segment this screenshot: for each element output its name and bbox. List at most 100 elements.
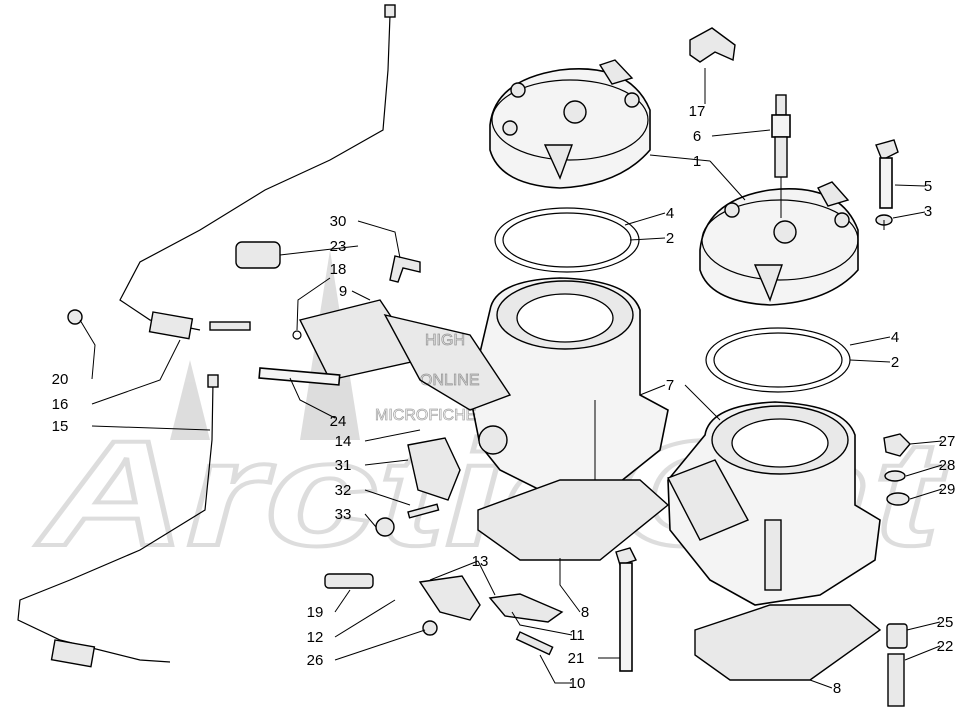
leader-line-23 <box>279 245 359 256</box>
leader-line-15 <box>91 425 211 431</box>
head-bolt <box>875 139 899 209</box>
stud-22 <box>887 653 905 707</box>
leader-line-1 <box>709 160 746 201</box>
base-gasket-lower <box>694 604 882 681</box>
spark-plug <box>771 94 791 218</box>
leader-line-4a <box>624 212 666 226</box>
leader-line-2a <box>629 237 666 241</box>
leader-line-25 <box>906 621 941 631</box>
cable-clip <box>235 241 281 269</box>
leader-line-26 <box>334 629 426 661</box>
leader-line-7 <box>639 384 666 396</box>
leader-line-4b <box>849 336 891 346</box>
callout-label-12: 12 <box>307 629 324 646</box>
callout-label-1: 1 <box>693 153 701 170</box>
callout-label-28: 28 <box>939 457 956 474</box>
callout-label-26: 26 <box>307 652 324 669</box>
cylinder-upper <box>469 277 669 491</box>
valve-spring <box>324 573 374 589</box>
leader-line-13 <box>429 560 479 581</box>
leader-line-28 <box>905 464 943 477</box>
callout-label-33: 33 <box>335 506 352 523</box>
callout-layer: 1761534230231894272016241514312728293233… <box>52 68 956 697</box>
callout-label-10: 10 <box>569 675 586 692</box>
svg-text:ONLINE: ONLINE <box>420 372 480 389</box>
callout-label-25: 25 <box>937 614 954 631</box>
callout-label-8b: 8 <box>833 680 841 697</box>
callout-label-2b: 2 <box>891 354 899 371</box>
callout-label-4a: 4 <box>666 205 674 222</box>
leader-line-6 <box>711 129 771 137</box>
leader-line-3 <box>892 211 926 219</box>
leader-line-18 <box>296 277 331 331</box>
callout-label-16: 16 <box>52 396 69 413</box>
leader-line-2b <box>849 359 891 363</box>
gasket-31 <box>407 437 461 501</box>
cable-15 <box>17 374 219 668</box>
leader-line-7 <box>684 384 721 421</box>
callout-label-24: 24 <box>330 413 347 430</box>
callout-label-22: 22 <box>937 638 954 655</box>
callout-label-9: 9 <box>339 283 347 300</box>
o-ring-lower <box>705 327 851 393</box>
leader-line-9 <box>351 290 371 301</box>
stud-32 <box>407 503 440 519</box>
cylinder-head-upper <box>489 59 651 189</box>
leader-line-14 <box>364 429 421 442</box>
leader-line-27 <box>909 440 943 445</box>
callout-label-31: 31 <box>335 457 352 474</box>
leader-line-8a <box>559 558 581 613</box>
leader-line-11 <box>511 611 573 636</box>
washer-28 <box>884 470 906 482</box>
valve-cam <box>488 593 564 623</box>
cable-end-20 <box>67 309 83 325</box>
callout-label-20: 20 <box>52 371 69 388</box>
o-ring-18 <box>292 330 302 340</box>
leader-line-32 <box>364 489 411 506</box>
callout-label-30: 30 <box>330 213 347 230</box>
nut-27 <box>883 433 911 457</box>
leader-line-19 <box>334 589 351 613</box>
leader-line-30 <box>357 220 401 259</box>
leader-line-33 <box>364 513 377 528</box>
leader-line-10 <box>539 654 572 684</box>
cable-16 <box>119 4 396 340</box>
callout-label-13: 13 <box>472 553 489 570</box>
dowel-pin <box>886 623 908 649</box>
o-ring-upper <box>494 207 640 273</box>
callout-label-23: 23 <box>330 238 347 255</box>
callout-label-7: 7 <box>666 377 674 394</box>
cylinder-lower <box>667 401 881 606</box>
leader-line-29 <box>909 488 943 500</box>
callout-label-17: 17 <box>689 103 706 120</box>
stamp-watermark: HIGH ONLINE MICROFICHE <box>375 332 480 425</box>
leader-line-12 <box>334 599 396 638</box>
leader-line-31 <box>364 459 409 466</box>
callout-label-3: 3 <box>924 203 932 220</box>
callout-label-4b: 4 <box>891 329 899 346</box>
washer-29 <box>886 492 910 506</box>
leader-line-8b <box>809 679 833 689</box>
exhaust-valve-assembly <box>258 299 512 411</box>
leader-line-16 <box>91 339 181 405</box>
leader-line-22 <box>904 645 941 661</box>
callout-label-29: 29 <box>939 481 956 498</box>
svg-text:MICROFICHE: MICROFICHE <box>375 407 476 424</box>
callout-label-11: 11 <box>569 627 585 644</box>
nut-33 <box>375 517 395 537</box>
clip-bracket <box>689 27 736 63</box>
callout-label-6: 6 <box>693 128 701 145</box>
leader-line-20 <box>79 319 96 380</box>
callout-label-8a: 8 <box>581 604 589 621</box>
cylinder-head-lower <box>699 181 859 306</box>
callout-label-18: 18 <box>330 261 347 278</box>
leader-line-5 <box>894 184 926 187</box>
callout-label-19: 19 <box>307 604 324 621</box>
leader-line-1 <box>649 154 711 162</box>
bolt-10 <box>515 631 554 656</box>
small-screw <box>422 620 438 636</box>
elbow-pipe <box>389 255 421 283</box>
long-bolt <box>615 547 637 672</box>
callout-label-27: 27 <box>939 433 956 450</box>
